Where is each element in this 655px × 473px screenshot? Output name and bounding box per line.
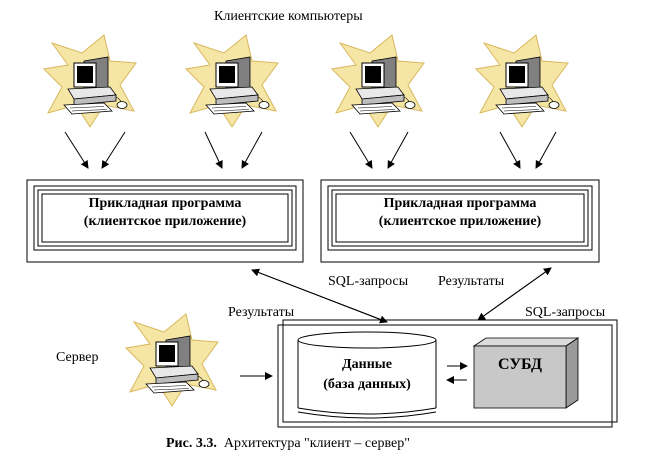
figure-title: Архитектура "клиент – сервер" [223, 436, 410, 451]
database-subtitle: (база данных) [323, 377, 411, 392]
clients-label: Клиентские компьютеры [214, 9, 363, 24]
results-label-right: Результаты [438, 274, 505, 289]
database-cylinder [297, 331, 437, 419]
figure-caption: Рис. 3.3. Архитектура "клиент – сервер" [166, 437, 410, 451]
server-label: Сервер [56, 350, 99, 365]
computer-icon [185, 34, 279, 128]
computer-icon [125, 313, 219, 407]
computer-icon [331, 34, 425, 128]
results-label-left: Результаты [228, 305, 295, 320]
app-right-subtitle: (клиентское приложение) [378, 214, 542, 229]
computer-icon [43, 34, 137, 128]
figure-number: Рис. 3.3. [166, 436, 217, 451]
link-arrows [251, 267, 552, 324]
app-box-left [26, 179, 304, 263]
database-title: Данные [342, 357, 392, 372]
app-left-subtitle: (клиентское приложение) [83, 214, 247, 229]
computer-icon [475, 34, 569, 128]
dbms-box [472, 337, 580, 409]
app-right-title: Прикладная программа [383, 196, 537, 211]
app-box-right [320, 179, 600, 263]
app-left-title: Прикладная программа [88, 196, 242, 211]
dbms-label: СУБД [497, 356, 543, 373]
client-arrows [64, 131, 557, 169]
sql-requests-label-right: SQL-запросы [525, 305, 606, 320]
sql-requests-label-left: SQL-запросы [328, 274, 409, 289]
db-dbms-arrows [446, 362, 468, 384]
